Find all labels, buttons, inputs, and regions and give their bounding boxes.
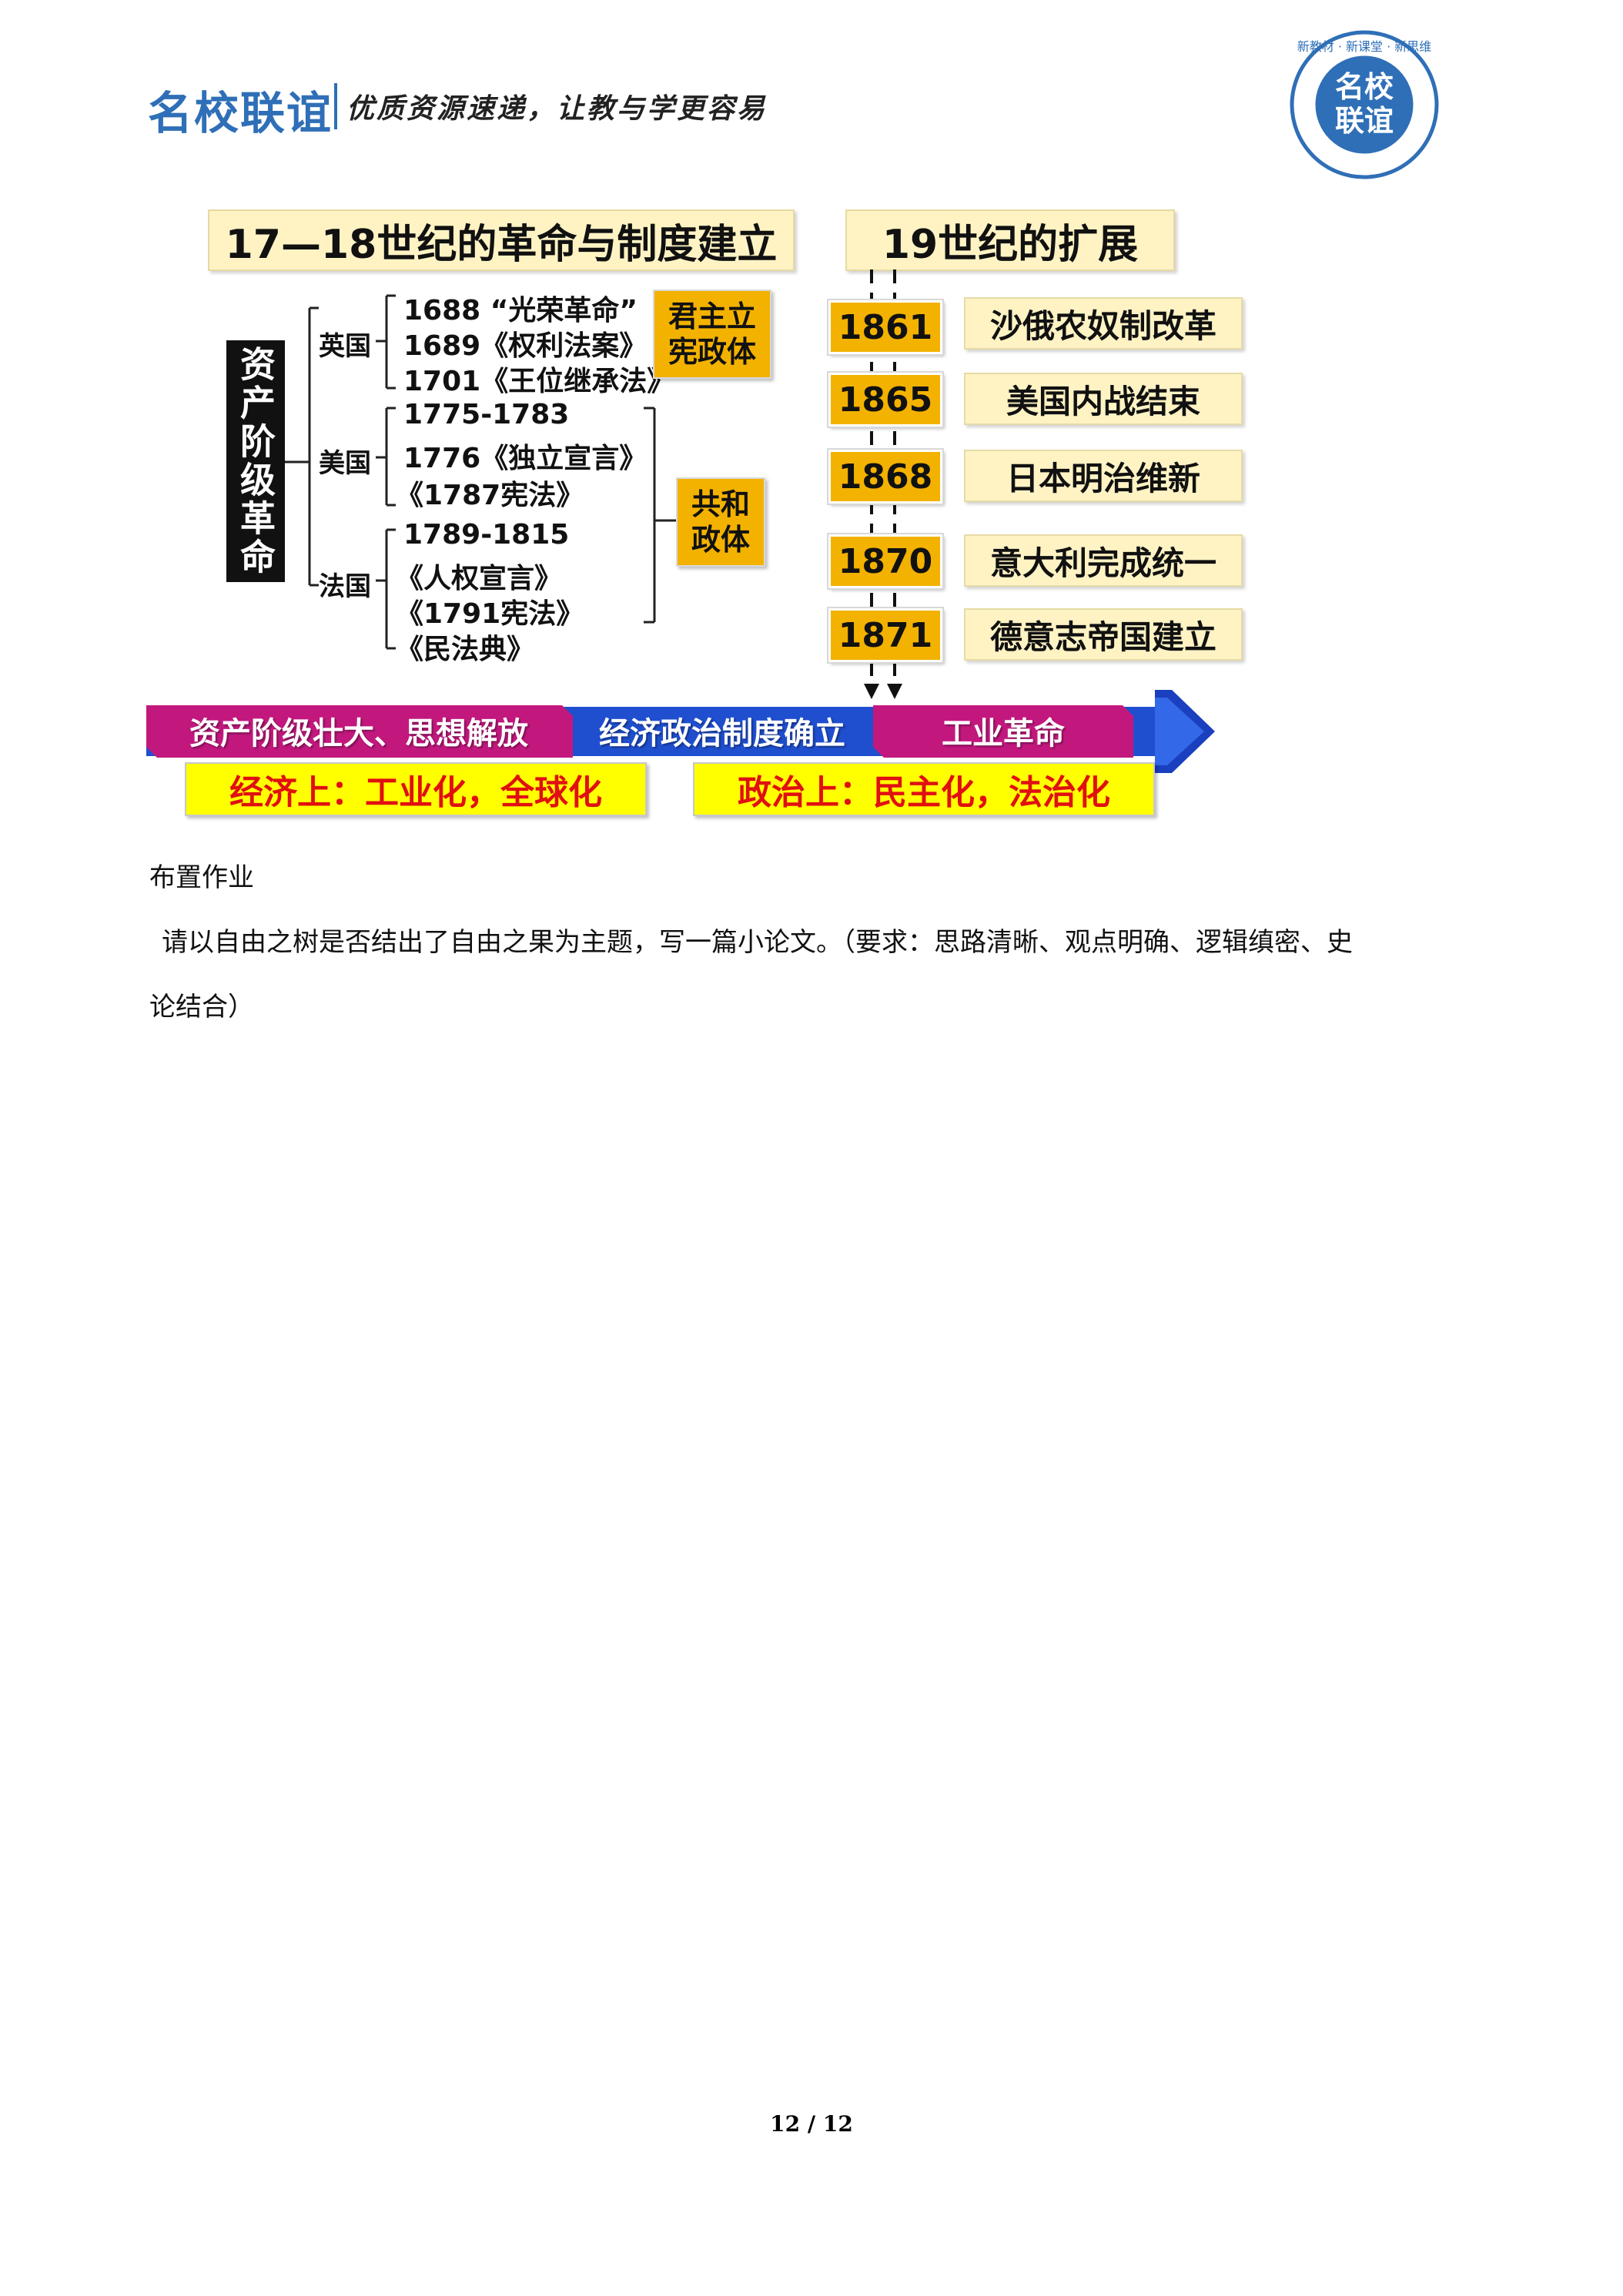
usa-item: 1776《独立宣言》 (403, 443, 648, 474)
france-item: 1789-1815 (403, 519, 570, 551)
england-item: 1689《权利法案》 (403, 330, 648, 362)
usa-item: 《1787宪法》 (396, 480, 584, 511)
band-label-institutions: 经济政治制度确立 (599, 716, 845, 751)
timeline-year: 1870 (827, 533, 944, 590)
gov-box-line: 君主立 (668, 300, 756, 333)
timeline-year: 1861 (827, 299, 944, 356)
svg-text:新教材 · 新课堂 · 新思维: 新教材 · 新课堂 · 新思维 (1297, 39, 1432, 54)
page-number: 12 / 12 (770, 2111, 853, 2137)
svg-text:联谊: 联谊 (1335, 104, 1394, 138)
assignment-heading: 布置作业 (149, 862, 254, 893)
right-section-title: 19世纪的扩展 (845, 209, 1175, 271)
country-usa: 美国 (319, 448, 371, 479)
band-label-industrial-revolution: 工业革命 (942, 716, 1065, 751)
gov-box-line: 政体 (691, 523, 750, 557)
timeline-event: 意大利完成统一 (964, 534, 1243, 587)
political-summary-box: 政治上：民主化，法治化 (693, 762, 1155, 816)
republic-box: 共和 政体 (676, 477, 765, 567)
bourgeois-revolution-label: 资产阶级革命 (226, 340, 285, 582)
logo-text: 名校联谊 (148, 87, 333, 139)
timeline-year: 1865 (827, 371, 944, 428)
gov-box-line: 宪政体 (668, 335, 756, 369)
france-item: 《人权宣言》 (396, 563, 563, 594)
assignment-paragraph-line-1: 请以自由之树是否结出了自由之果为主题，写一篇小论文。（要求：思路清晰、观点明确、… (162, 927, 1353, 958)
timeline-event: 沙俄农奴制改革 (964, 297, 1243, 350)
school-seal-logo: 名校 联谊 新教材 · 新课堂 · 新思维 (1290, 30, 1439, 179)
timeline-event: 日本明治维新 (964, 450, 1243, 502)
left-section-title: 17—18世纪的革命与制度建立 (208, 209, 795, 271)
logo-divider (334, 83, 337, 129)
vertical-label-text: 资产阶级革命 (235, 346, 276, 577)
economic-summary-box: 经济上：工业化，全球化 (185, 762, 647, 816)
timeline-year: 1871 (827, 607, 944, 664)
slogan: 优质资源速递，让教与学更容易 (346, 92, 768, 125)
gov-box-line: 共和 (691, 487, 750, 521)
timeline-event: 德意志帝国建立 (964, 608, 1243, 661)
country-france: 法国 (319, 571, 371, 602)
france-item: 《1791宪法》 (396, 598, 584, 630)
england-item: 1701《王位继承法》 (403, 366, 675, 397)
usa-item: 1775-1783 (403, 399, 570, 430)
timeline-year: 1868 (827, 448, 944, 505)
assignment-paragraph-line-2: 论结合） (149, 992, 254, 1022)
band-label-bourgeois-rise: 资产阶级壮大、思想解放 (189, 716, 528, 751)
country-england: 英国 (319, 331, 371, 362)
timeline-event: 美国内战结束 (964, 373, 1243, 425)
france-item: 《民法典》 (396, 634, 535, 665)
constitutional-monarchy-box: 君主立 宪政体 (653, 290, 771, 379)
bracket-lines (146, 269, 1215, 773)
england-item: 1688 “光荣革命” (403, 295, 638, 326)
svg-text:名校: 名校 (1335, 70, 1394, 104)
